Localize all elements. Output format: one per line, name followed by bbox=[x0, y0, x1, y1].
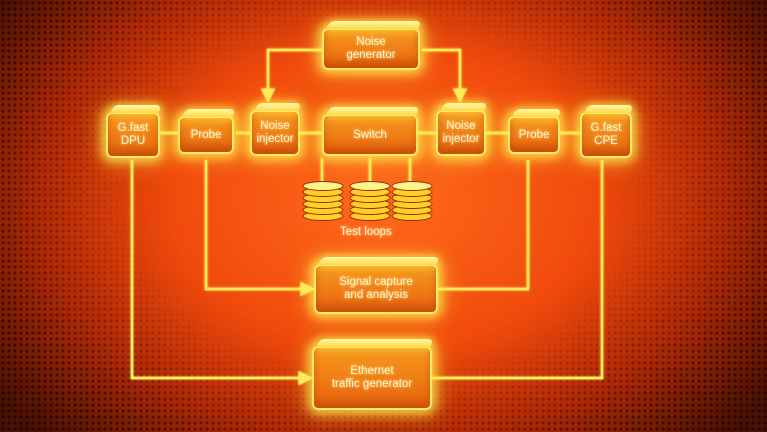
test-loop-coil-left bbox=[302, 181, 344, 221]
test-loop-coil-middle bbox=[349, 181, 391, 221]
noise-injector-right-label: Noise injector bbox=[442, 120, 480, 145]
gfast-cpe-label: G.fast CPE bbox=[590, 122, 622, 147]
ethernet-generator-box: Ethernet traffic generator bbox=[312, 346, 432, 410]
gfast-dpu-box: G.fast DPU bbox=[106, 112, 160, 158]
ethernet-generator-label: Ethernet traffic generator bbox=[331, 365, 413, 390]
switch-box: Switch bbox=[322, 114, 418, 156]
noise-injector-left-label: Noise injector bbox=[256, 120, 294, 145]
probe-right-box: Probe bbox=[508, 116, 560, 154]
probe-right-label: Probe bbox=[518, 128, 550, 141]
test-loops-caption: Test loops bbox=[340, 226, 392, 238]
probe-left-label: Probe bbox=[190, 128, 222, 141]
wire-cpe-to-ethernet bbox=[432, 160, 604, 380]
probe-left-box: Probe bbox=[178, 116, 234, 154]
wire-noisegen-to-left-injector bbox=[260, 48, 322, 103]
signal-capture-label: Signal capture and analysis bbox=[339, 276, 413, 301]
test-loop-coil-right bbox=[391, 181, 433, 221]
wire-noisegen-to-right-injector bbox=[422, 48, 468, 103]
noise-generator-box: Noise generator bbox=[322, 28, 420, 70]
gfast-cpe-box: G.fast CPE bbox=[580, 112, 632, 158]
wire-right-probe-to-capture bbox=[438, 160, 530, 291]
noise-generator-label: Noise generator bbox=[346, 36, 396, 61]
switch-label: Switch bbox=[353, 128, 387, 141]
wire-left-probe-to-capture bbox=[204, 160, 315, 297]
noise-injector-right-box: Noise injector bbox=[436, 110, 486, 156]
signal-capture-box: Signal capture and analysis bbox=[314, 264, 438, 314]
gfast-dpu-label: G.fast DPU bbox=[117, 122, 149, 147]
noise-injector-left-box: Noise injector bbox=[250, 110, 300, 156]
wire-dpu-to-ethernet bbox=[130, 160, 313, 386]
